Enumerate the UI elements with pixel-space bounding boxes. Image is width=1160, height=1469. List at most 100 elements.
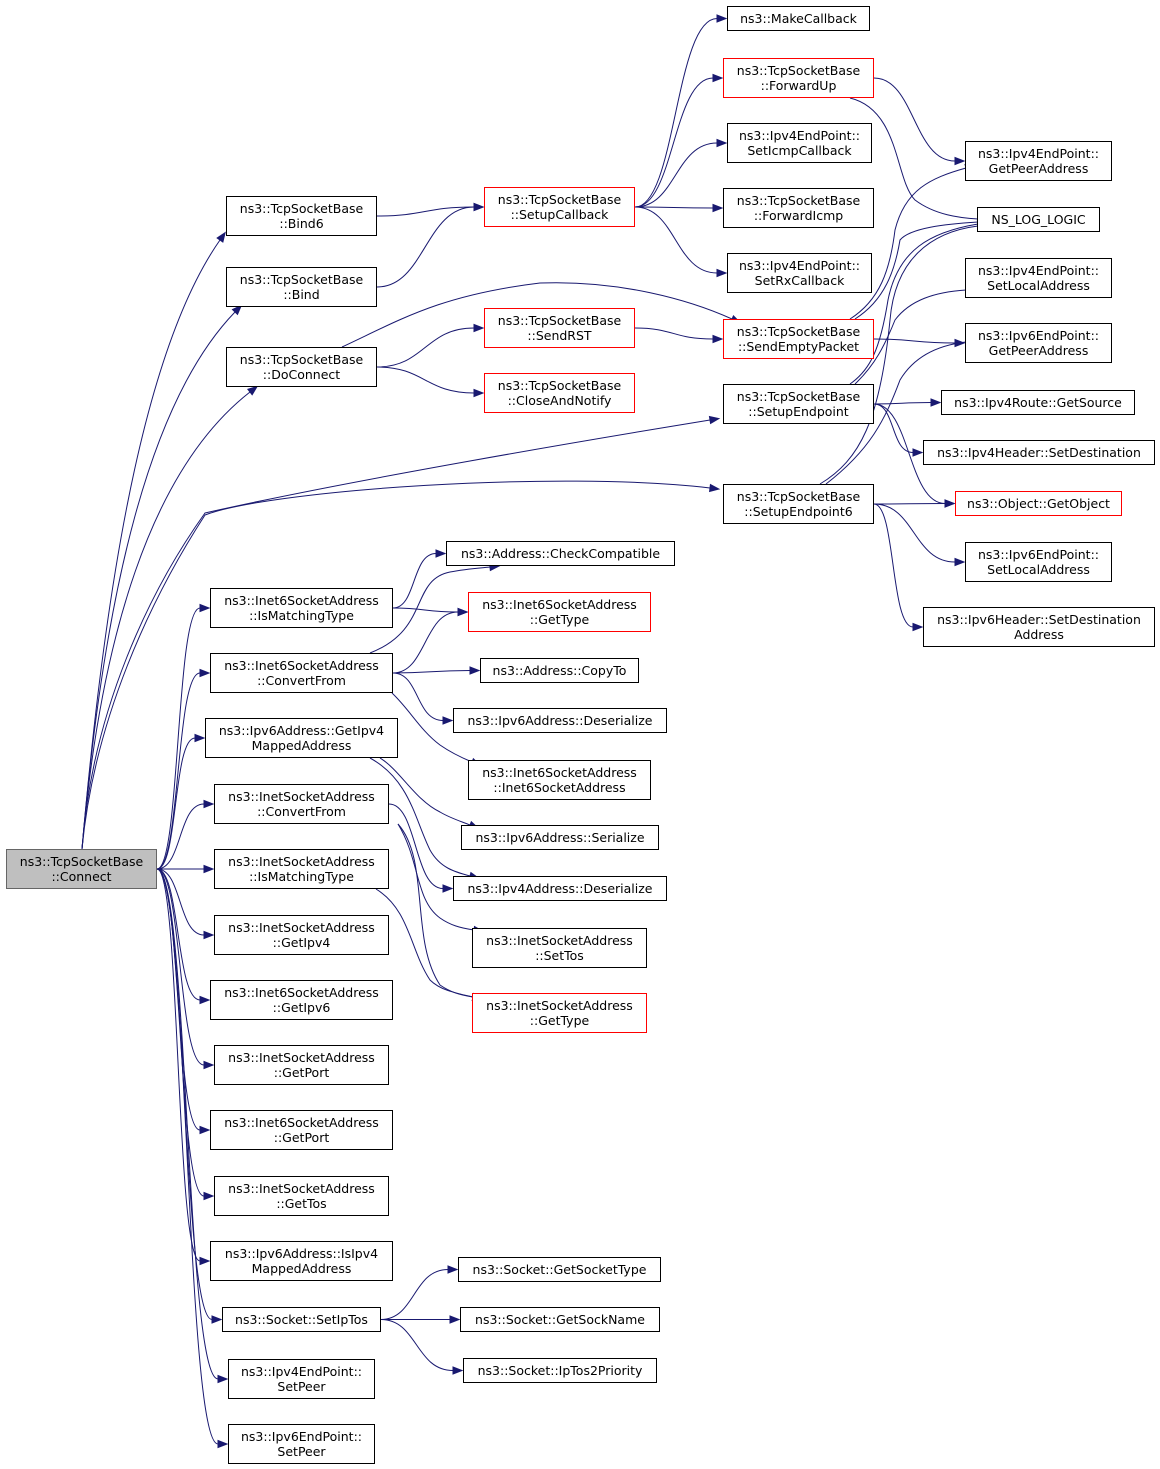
arrowhead-icon [449,1315,461,1324]
node-i4-convfrom[interactable]: ns3::InetSocketAddress::ConvertFrom [214,784,389,824]
node-label-line: ::GetType [529,612,590,627]
node-label-line: ns3::Ipv6Address::Serialize [475,830,645,845]
node-label-line: ns3::TcpSocketBase [497,313,622,328]
node-v6-serialize[interactable]: ns3::Ipv6Address::Serialize [461,825,659,850]
node-i4-settos[interactable]: ns3::InetSocketAddress::SetTos [472,928,647,968]
node-forwardup[interactable]: ns3::TcpSocketBase::ForwardUp [723,58,874,98]
node-ep4-setrxcb[interactable]: ns3::Ipv4EndPoint::SetRxCallback [727,253,872,293]
node-label-line: MappedAddress [251,1261,352,1276]
node-label-line: ns3::Ipv4Address::Deserialize [467,881,653,896]
node-label-line: ns3::InetSocketAddress [228,789,375,804]
node-label-line: ns3::InetSocketAddress [228,1050,375,1065]
node-i4-ismatch[interactable]: ns3::InetSocketAddress::IsMatchingType [214,849,389,889]
node-ep4-setlocaladdr[interactable]: ns3::Ipv4EndPoint::SetLocalAddress [965,258,1112,298]
node-closenotify[interactable]: ns3::TcpSocketBase::CloseAndNotify [484,373,635,413]
node-label-line: ::Bind6 [279,216,324,231]
arrowhead-icon [712,203,724,213]
node-label-line: ns3::Ipv4Header::SetDestination [937,445,1141,460]
node-i6-ctor[interactable]: ns3::Inet6SocketAddress::Inet6SocketAddr… [468,760,651,800]
node-sock-getsockettype[interactable]: ns3::Socket::GetSocketType [458,1257,661,1282]
call-edge [380,1269,449,1320]
node-label-line: GetPeerAddress [988,343,1089,358]
node-setupendpoint[interactable]: ns3::TcpSocketBase::SetupEndpoint [723,384,874,424]
node-i6-getport[interactable]: ns3::Inet6SocketAddress::GetPort [210,1110,393,1150]
node-setupendpoint6[interactable]: ns3::TcpSocketBase::SetupEndpoint6 [723,484,874,524]
call-edge [634,327,714,340]
call-edge [156,672,201,870]
arrowhead-icon [247,385,259,396]
node-sendempty[interactable]: ns3::TcpSocketBase::SendEmptyPacket [723,319,874,359]
node-i4-getport[interactable]: ns3::InetSocketAddress::GetPort [214,1045,389,1085]
arrowhead-icon [442,716,454,725]
node-label-line: ns3::Ipv6Address::IsIpv4 [224,1246,379,1261]
node-bind6[interactable]: ns3::TcpSocketBase::Bind6 [226,196,377,236]
node-label-line: ns3::TcpSocketBase [736,489,861,504]
node-ns-log-logic[interactable]: NS_LOG_LOGIC [977,207,1100,232]
node-label-line: ::ConvertFrom [257,673,346,688]
call-edge [156,868,201,1001]
node-sendrst[interactable]: ns3::TcpSocketBase::SendRST [484,308,635,348]
node-i6-ismatch[interactable]: ns3::Inet6SocketAddress::IsMatchingType [210,588,393,628]
node-label-line: ns3::Inet6SocketAddress [224,658,379,673]
node-label-line: ns3::Ipv6Address::GetIpv4 [218,723,385,738]
node-ep4-getpeeraddr[interactable]: ns3::Ipv4EndPoint::GetPeerAddress [965,141,1112,181]
node-sock-getsockname[interactable]: ns3::Socket::GetSockName [460,1307,660,1332]
node-obj-getobject[interactable]: ns3::Object::GetObject [955,491,1122,516]
node-label-line: ::GetTos [276,1196,327,1211]
node-v4hdr-setdest[interactable]: ns3::Ipv4Header::SetDestination [923,440,1155,465]
node-makecallback[interactable]: ns3::MakeCallback [727,6,870,31]
node-v4route-getsource[interactable]: ns3::Ipv4Route::GetSource [941,390,1135,415]
call-edge [873,503,914,628]
node-v6-deserialize[interactable]: ns3::Ipv6Address::Deserialize [453,708,667,733]
arrowhead-icon [457,607,469,617]
node-i4-gettype[interactable]: ns3::InetSocketAddress::GetType [472,993,647,1033]
call-edge [849,167,967,320]
node-i6-gettype[interactable]: ns3::Inet6SocketAddress::GetType [468,592,651,632]
node-bind[interactable]: ns3::TcpSocketBase::Bind [226,267,377,307]
node-label-line: ::ForwardIcmp [753,208,844,223]
node-i6-convfrom[interactable]: ns3::Inet6SocketAddress::ConvertFrom [210,653,393,693]
arrowhead-icon [203,1060,215,1070]
node-label-line: SetLocalAddress [987,562,1090,577]
node-ep6-setlocaladdr[interactable]: ns3::Ipv6EndPoint::SetLocalAddress [965,542,1112,582]
arrowhead-icon [473,323,485,333]
node-label-line: SetIcmpCallback [747,143,852,158]
node-label-line: ns3::Address::CheckCompatible [460,546,661,561]
node-setupcallback[interactable]: ns3::TcpSocketBase::SetupCallback [484,187,635,227]
node-i6-getipv6[interactable]: ns3::Inet6SocketAddress::GetIpv6 [210,980,393,1020]
node-label-line: ns3::Address::CopyTo [492,663,627,678]
arrowhead-icon [199,995,211,1005]
node-ep4-setpeer[interactable]: ns3::Ipv4EndPoint::SetPeer [228,1359,375,1399]
node-label-line: ns3::Inet6SocketAddress [482,765,637,780]
node-sock-iptos2prio[interactable]: ns3::Socket::IpTos2Priority [463,1358,657,1383]
node-label-line: ns3::TcpSocketBase [497,378,622,393]
arrowhead-icon [211,1315,223,1324]
node-v4-deserialize[interactable]: ns3::Ipv4Address::Deserialize [453,876,667,901]
node-i4-getipv4[interactable]: ns3::InetSocketAddress::GetIpv4 [214,915,389,955]
node-sock-setiptos[interactable]: ns3::Socket::SetIpTos [222,1307,381,1332]
node-addr-checkcompat[interactable]: ns3::Address::CheckCompatible [446,541,675,566]
call-edge [156,607,201,870]
arrowhead-icon [217,1439,229,1449]
node-label-line: ns3::Ipv6Address::Deserialize [467,713,653,728]
call-edge [369,566,491,654]
node-ep6-getpeeraddr[interactable]: ns3::Ipv6EndPoint::GetPeerAddress [965,323,1112,363]
node-label-line: ::SendRST [527,328,592,343]
node-label-line: ns3::TcpSocketBase [736,324,861,339]
node-addr-copyto[interactable]: ns3::Address::CopyTo [480,658,639,683]
call-edge [81,391,251,850]
node-forwardicmp[interactable]: ns3::TcpSocketBase::ForwardIcmp [723,188,874,228]
node-ep6-setpeer[interactable]: ns3::Ipv6EndPoint::SetPeer [228,1424,375,1464]
node-ep4-seticmpcb[interactable]: ns3::Ipv4EndPoint::SetIcmpCallback [727,123,872,163]
arrowhead-icon [712,73,724,83]
node-label-line: ns3::InetSocketAddress [486,933,633,948]
node-i4-gettos[interactable]: ns3::InetSocketAddress::GetTos [214,1176,389,1216]
node-label-line: ns3::Socket::IpTos2Priority [477,1363,643,1378]
arrowhead-icon [708,415,721,425]
node-doconnect[interactable]: ns3::TcpSocketBase::DoConnect [226,347,377,387]
arrowhead-icon [203,1191,215,1201]
arrowhead-icon [716,138,728,148]
